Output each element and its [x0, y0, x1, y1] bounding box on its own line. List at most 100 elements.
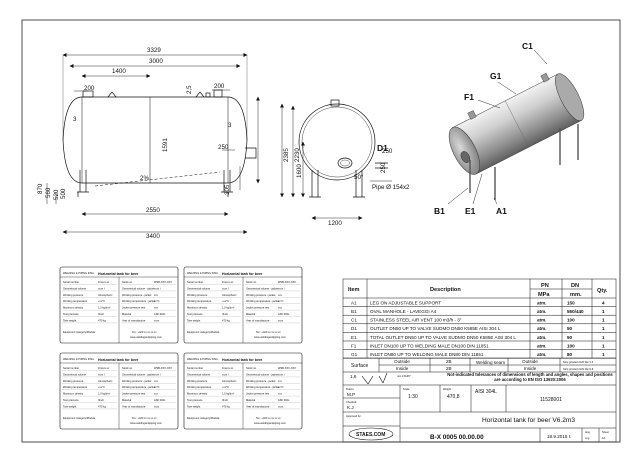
- welding-outside-finish: Strip grinded 2x20 Ra<1.6: [563, 360, 594, 364]
- part-pn: atm.: [537, 309, 546, 314]
- nameplate-logo: WELDING & PIPING INSA: [187, 357, 218, 361]
- nameplate-field-value: WSB-XXX-XXX: [278, 280, 296, 284]
- nameplate-field-label: Tare weight: [63, 318, 77, 322]
- nameplate-field-label: Working pressure: [187, 293, 208, 297]
- nameplate-field-value: Atmospheric: [98, 379, 113, 383]
- part-qty: 1: [602, 352, 605, 357]
- nameplate-field-value: Ifnull: [98, 398, 104, 402]
- iso-tank-front-head: [448, 126, 481, 175]
- iso-label-g1: G1: [490, 71, 502, 81]
- nameplate-field-value: xxx: [278, 380, 283, 383]
- part-description: OUTLET DN50 UP TO VALVE SUDMO DN50 K585E…: [370, 326, 501, 331]
- nameplate-field-label: Jacket pressure test: [246, 306, 269, 310]
- nameplate-field-value: AISI 304L: [154, 312, 166, 316]
- nameplate-field-label: Working pressure - jacket: [122, 379, 152, 383]
- iso-label-a1: A1: [496, 206, 507, 216]
- dim-height-500: 500: [60, 188, 67, 199]
- nameplate-field-label: Material: [246, 312, 256, 316]
- nameplate-field-label: Working pressure: [63, 293, 84, 297]
- nameplate-field-value: xxx: [278, 294, 283, 297]
- nameplate-web: www.weldingandpiping.com: [130, 421, 162, 425]
- nameplate-contact: Tel.: +420 xx xx xx xx: [256, 330, 281, 334]
- nameplate-field-label: Working temperature - jacket: [246, 299, 280, 303]
- iso-legs: [469, 124, 579, 200]
- nameplate-field-label: Test pressure: [187, 312, 203, 316]
- label-d1: D1: [377, 143, 388, 153]
- sheet-border: [21, 19, 621, 443]
- nameplate-field-value: 1,0 kg/dm³: [98, 392, 110, 396]
- welding-inside: Inside: [524, 366, 537, 371]
- nameplate-field-value: 1,0 kg/dm³: [222, 392, 234, 396]
- nameplate-field-label: Geometrical volume - jacket: [122, 286, 154, 290]
- col-dn-unit: mm.: [570, 292, 582, 298]
- nameplate-field-label: Working temperature: [187, 385, 212, 389]
- nameplate-field-label: Stock no.: [246, 366, 257, 370]
- nameplate-field-label: Stock no.: [122, 280, 133, 284]
- nameplate-field-value: 11xxxx-xx: [98, 280, 110, 284]
- parts-table-row: F1 INLET DN100 UP TO WELDING MALE DN100 D…: [351, 343, 605, 348]
- end-view-dimensions: [280, 103, 392, 220]
- dim-overall-length: 3329: [147, 47, 161, 54]
- col-qty: Qty.: [597, 288, 608, 294]
- nameplate-field-value: 11xxxx-xx: [98, 366, 110, 370]
- end-view: [298, 99, 388, 198]
- iso-label-c1: C1: [522, 41, 533, 51]
- nameplate-contact: Tel.: +420 xx xx xx xx: [132, 416, 157, 420]
- nameplate-field-value: 1,0 kg/dm³: [98, 306, 110, 310]
- part-description: INLET DN100 UP TO WELDING MALE DN100 DIN…: [370, 343, 489, 348]
- nameplate-field-value: xxxx l: [278, 372, 285, 376]
- nameplate-field-label: Working temperature: [63, 385, 88, 389]
- nameplate-field-label: Maximum density: [63, 306, 84, 310]
- lifting-lug: [107, 91, 117, 98]
- drawn-label: Drawn:: [346, 387, 354, 391]
- col-description: Description: [430, 287, 461, 293]
- col-dn: DN: [571, 283, 579, 289]
- part-description: TOTAL OUTLET DN50 UP TO VALVE SUDMO DN50…: [370, 335, 516, 340]
- material-value: AISI 304L: [475, 389, 497, 395]
- nameplate-field-value: WSB-XXX-XXX: [278, 366, 296, 370]
- nameplate-field-label: Test pressure: [187, 398, 203, 402]
- part-pn: atm.: [537, 335, 546, 340]
- nameplate-field-value: xxxx l: [222, 372, 229, 376]
- nameplate-field-label: Serial number: [187, 280, 203, 284]
- surface-inside: Inside: [396, 366, 409, 371]
- nameplate-field-label: Material: [246, 398, 256, 402]
- nameplate-field-label: Maximum density: [187, 306, 208, 310]
- nameplate-logo: WELDING & PIPING INSA: [63, 271, 94, 275]
- iso-label-e1: E1: [465, 206, 476, 216]
- parts-table-header: Item Description PN MPa DN mm. Qty.: [348, 283, 608, 298]
- nameplate-field-value: xxx: [154, 307, 159, 310]
- roughness-note: min.0,8x45°: [397, 374, 411, 378]
- nameplate-field-label: Jacket pressure test: [122, 306, 145, 310]
- nameplate-field-value: xx°C: [154, 385, 160, 389]
- support-legs: [79, 170, 231, 192]
- nameplate-field-label: Geometrical volume - jacket: [122, 372, 154, 376]
- dim-nozzle-right: 200: [214, 83, 225, 90]
- nameplate-field-value: xxxx l: [98, 286, 105, 290]
- part-item: A1: [351, 300, 357, 305]
- nameplate-field-label: Test pressure: [63, 312, 79, 316]
- part-pn: atm.: [537, 300, 546, 305]
- part-dn: 50: [567, 335, 573, 340]
- nameplate-field-label: Geometrical volume: [187, 286, 211, 290]
- nameplate-field-label: Stock no.: [122, 366, 133, 370]
- label-pipe: Pipe Ø 154x2: [372, 184, 410, 191]
- nameplate-field-value: xxxx: [154, 319, 160, 322]
- nameplate-field-label: Jacket pressure test: [246, 392, 269, 396]
- part-qty: 1: [602, 343, 605, 348]
- part-item: B1: [351, 309, 357, 314]
- nameplate-field-label: Material: [122, 312, 132, 316]
- part-pn: atm.: [537, 326, 546, 331]
- nameplate-field-label: Serial number: [63, 280, 79, 284]
- drawing-number: B-X 0005 00.00.00: [430, 434, 484, 441]
- nameplate-field-label: Tare weight: [187, 404, 201, 408]
- part-description: STAINLESS STEEL AIR VENT 100 m3/h - 3": [370, 318, 462, 323]
- nameplate-contact: Tel.: +420 xx xx xx xx: [132, 330, 157, 334]
- dim-1600: 1600: [296, 164, 303, 178]
- part-item: F1: [351, 343, 357, 348]
- nameplate-field-value: Atmospheric: [222, 293, 237, 297]
- nameplate-footer: Equipment category/Module: [187, 416, 220, 420]
- dim-outlet-250: 250: [218, 144, 229, 151]
